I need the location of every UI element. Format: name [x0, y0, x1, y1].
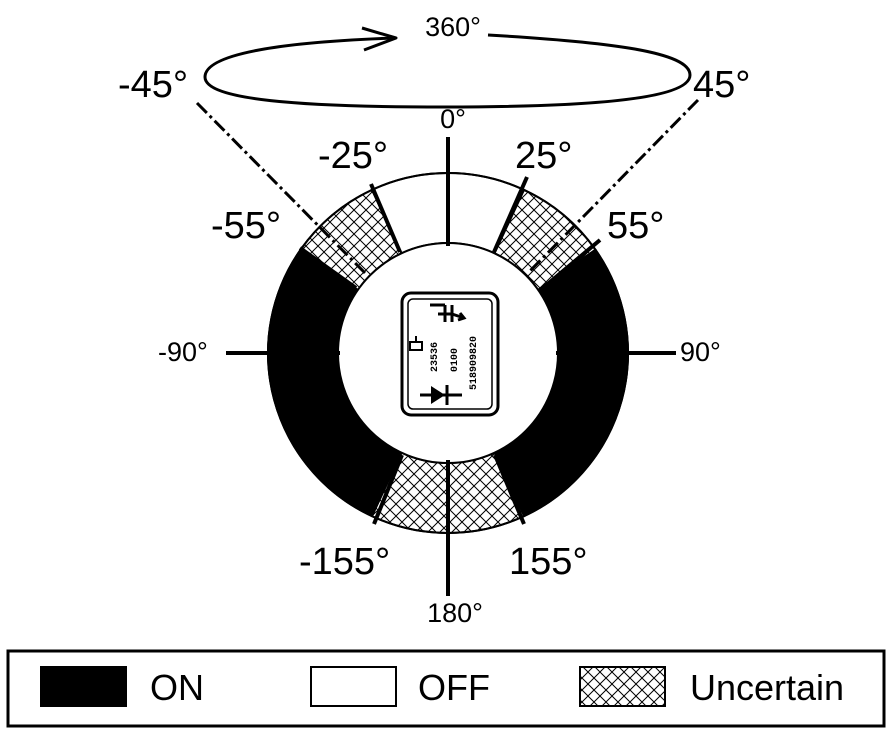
tick-neg25-line — [369, 183, 402, 253]
label-neg155: -155° — [299, 541, 390, 583]
axis-lines — [226, 137, 676, 596]
dashed-45-line — [526, 98, 700, 275]
label-45: 45° — [693, 64, 750, 106]
diode-icon — [420, 385, 462, 405]
legend-swatch-off — [310, 666, 397, 707]
legend-swatch-uncertain — [579, 666, 666, 707]
legend-label-uncertain: Uncertain — [690, 667, 844, 708]
tick-neg55-line — [298, 246, 358, 290]
chip-code-2: 0100 — [450, 348, 461, 372]
dashed-45-lines — [195, 98, 700, 277]
label-neg45: -45° — [118, 64, 188, 106]
legend-box — [6, 649, 886, 728]
label-0: 0° — [440, 104, 466, 134]
tick-55-line — [542, 238, 602, 289]
transistor-icon — [430, 303, 467, 322]
label-155: 155° — [509, 541, 588, 583]
chip-code-3: 518909820 — [469, 336, 480, 390]
led-icon — [409, 336, 423, 351]
label-neg25: -25° — [318, 135, 388, 177]
tick-25-line — [492, 176, 529, 253]
label-180: 180° — [427, 598, 483, 628]
rotation-label: 360° — [425, 12, 481, 42]
label-55: 55° — [607, 205, 664, 247]
sensor-chip: 23536 0100 518909820 — [400, 291, 500, 417]
legend-swatch-on — [40, 666, 127, 707]
label-neg90: -90° — [158, 337, 208, 367]
label-neg55: -55° — [211, 205, 281, 247]
tick-neg155-line — [372, 454, 404, 525]
dashed-neg45-line — [195, 101, 369, 277]
legend-label-off: OFF — [418, 667, 490, 708]
label-90: 90° — [680, 337, 721, 367]
label-25: 25° — [515, 135, 572, 177]
legend: ON OFF Uncertain — [6, 649, 886, 728]
tick-155-line — [493, 454, 526, 525]
rotation-arrow — [203, 26, 692, 109]
chip-code-1: 23536 — [430, 342, 441, 372]
legend-label-on: ON — [150, 667, 204, 708]
